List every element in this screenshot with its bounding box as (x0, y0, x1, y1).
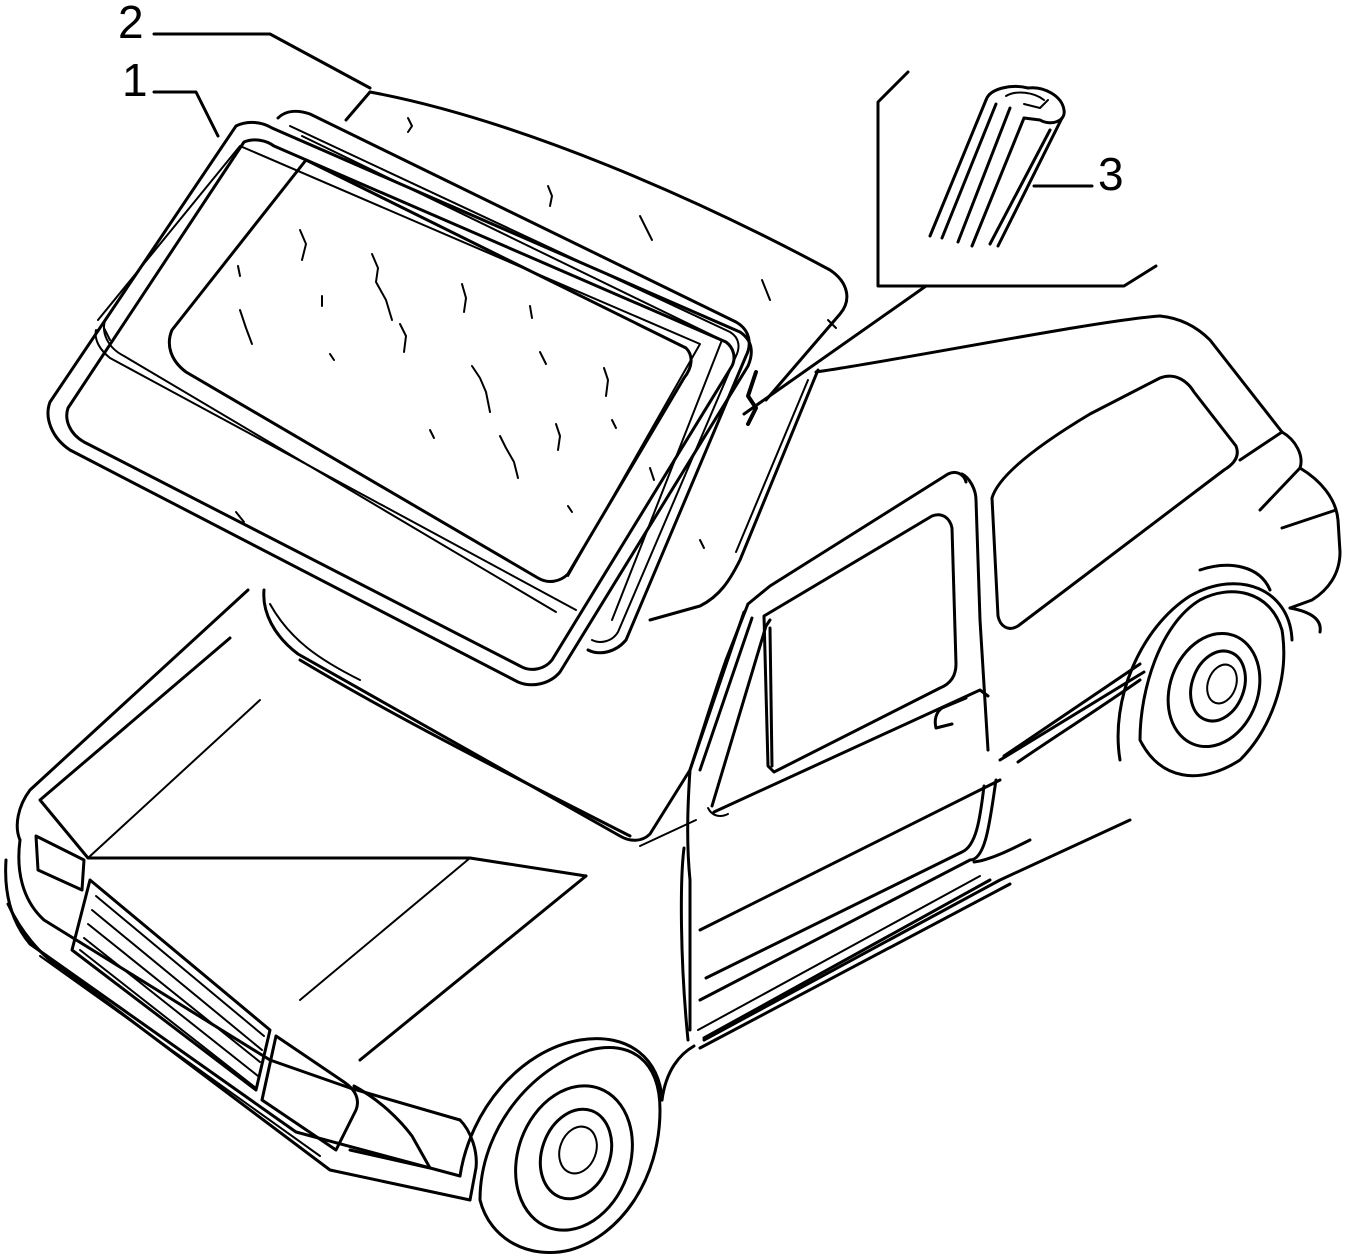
leader-line-2 (152, 32, 372, 90)
windscreen-glass (46, 120, 753, 687)
windscreen-seal (276, 90, 849, 655)
callout-label-1: 1 (122, 54, 148, 106)
detail-inset (742, 70, 1158, 416)
seal-profile-icon (928, 85, 1066, 248)
callout-leaders (152, 32, 1094, 188)
inset-frame-line (876, 70, 1158, 288)
car-body (4, 314, 1342, 1255)
inset-leader-line (742, 284, 928, 416)
callout-label-2: 2 (118, 0, 144, 48)
leader-line-1 (152, 90, 220, 138)
callout-label-3: 3 (1098, 148, 1124, 200)
